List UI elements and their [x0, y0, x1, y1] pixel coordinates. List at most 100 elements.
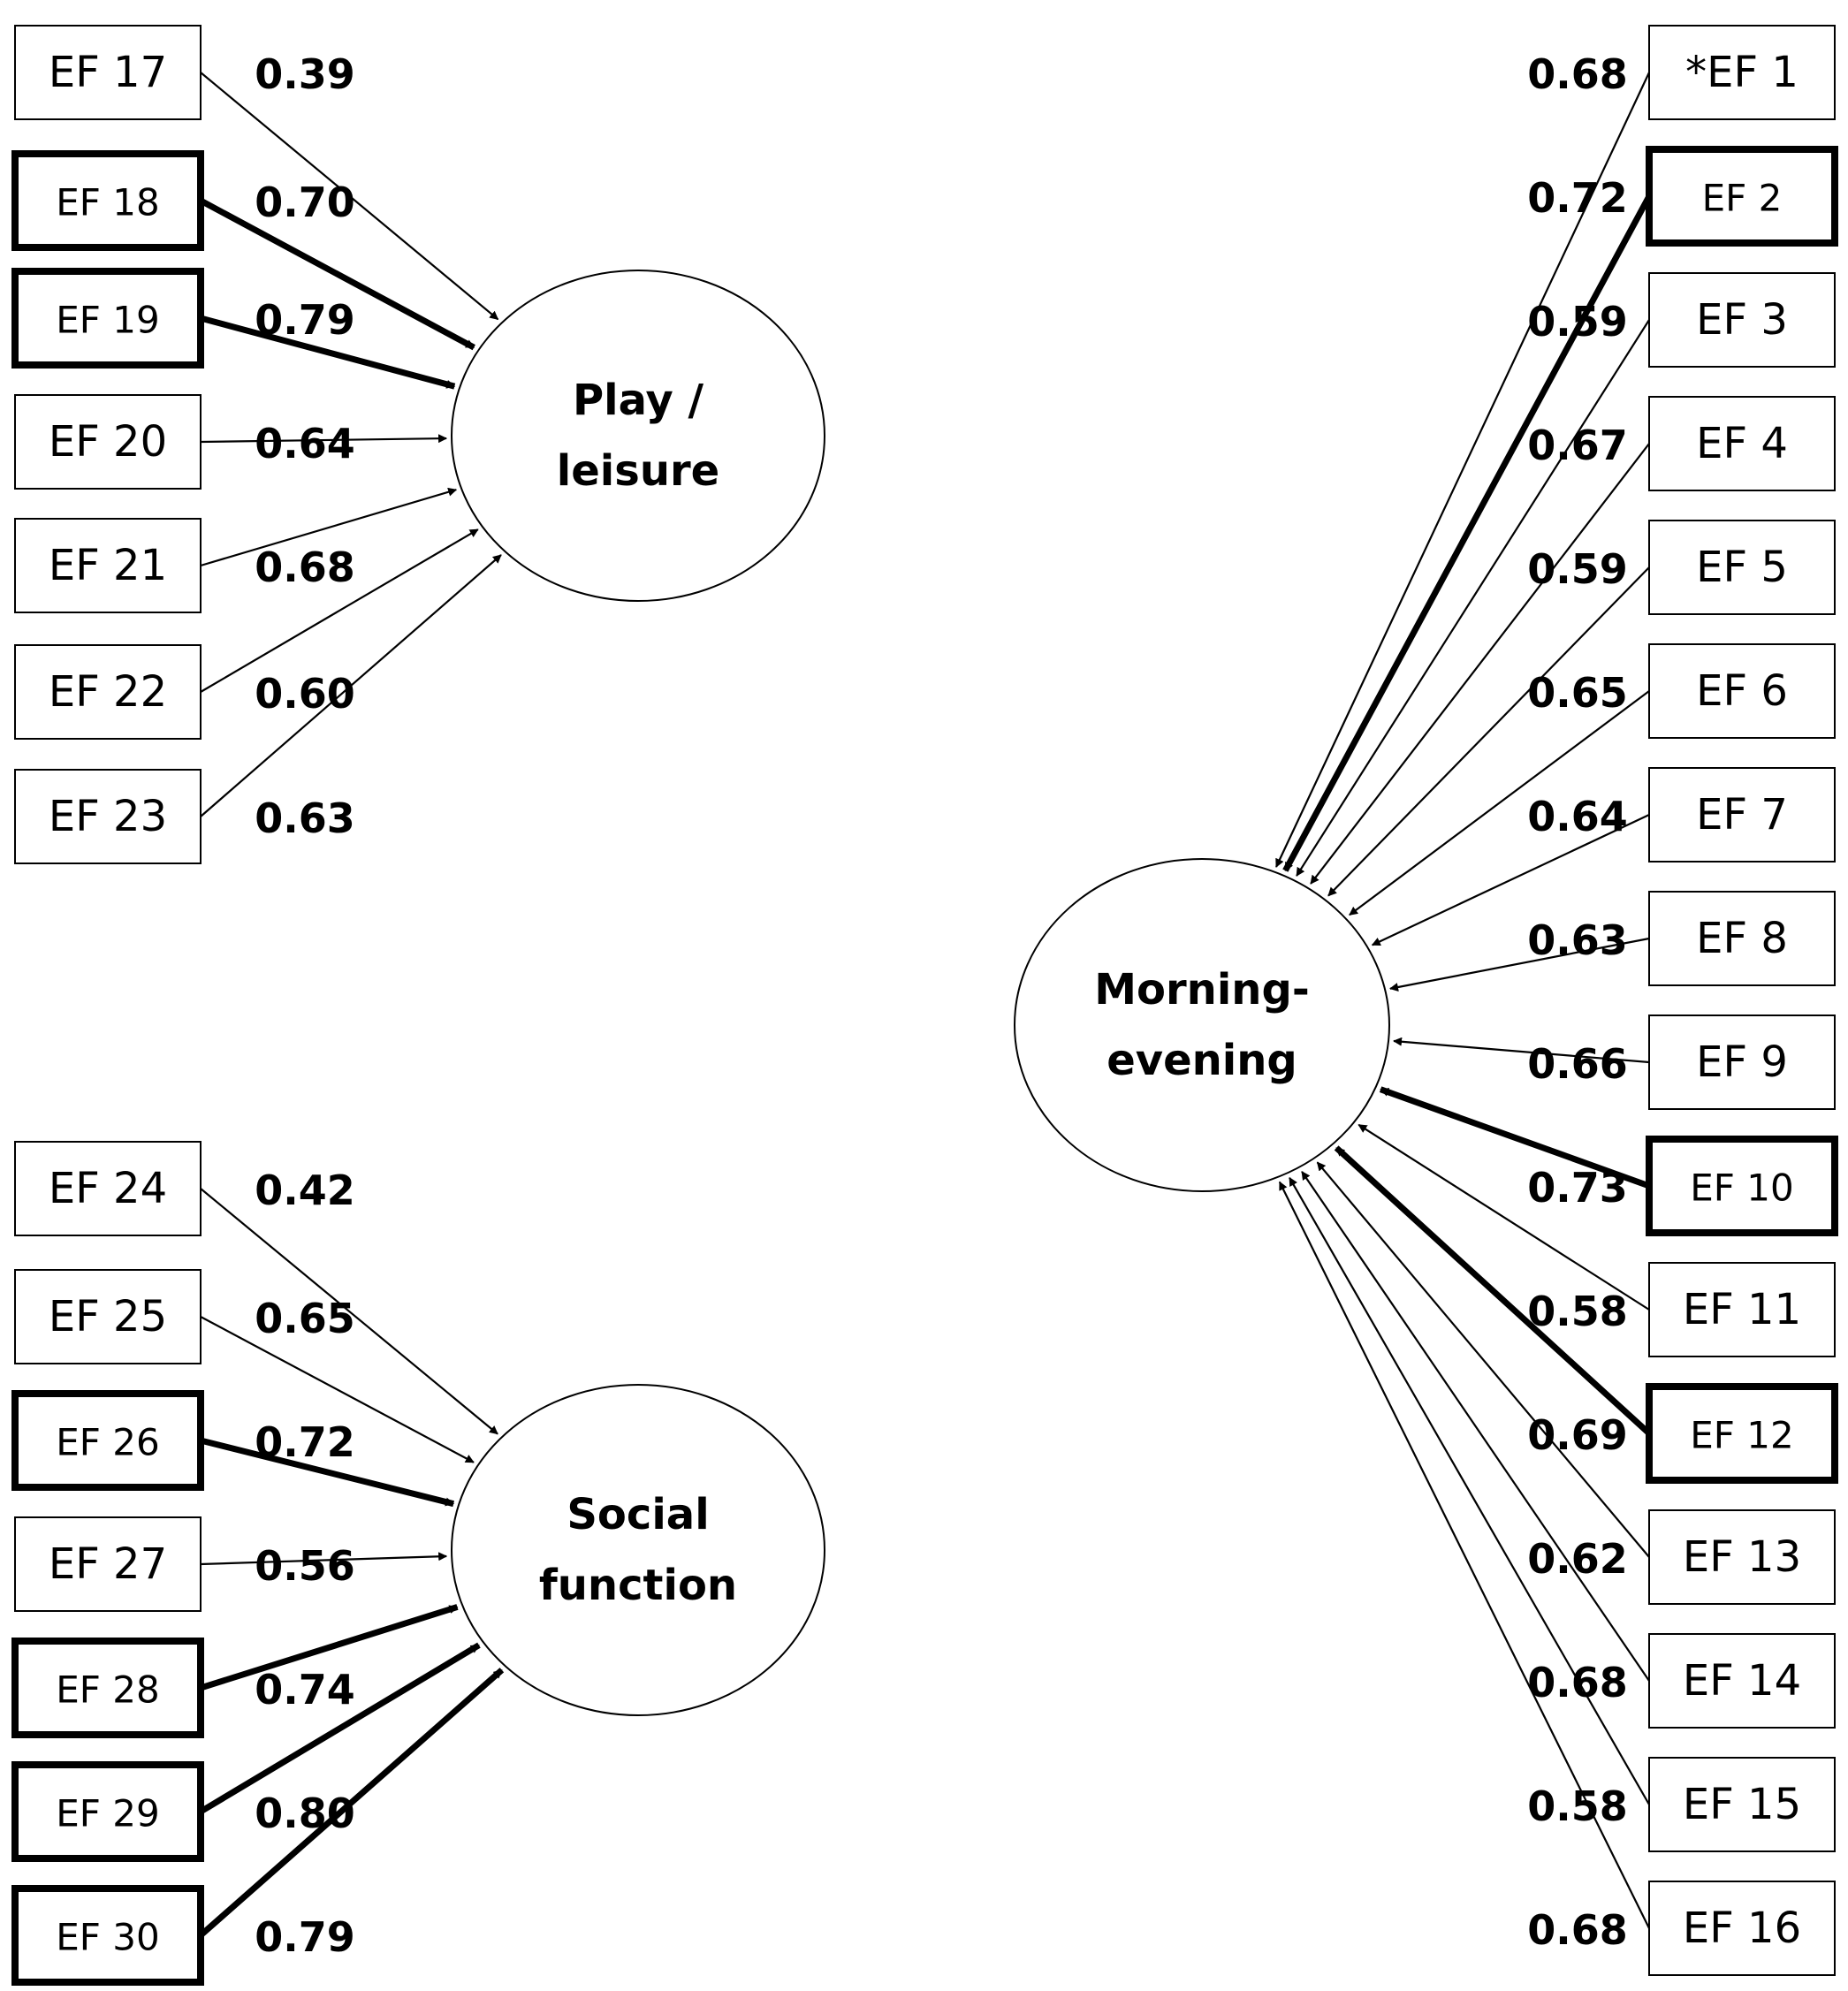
indicator-box [14, 1141, 202, 1236]
loading-value-ef-27: 0.56 [255, 1542, 355, 1590]
indicator-ef-10: EF 10 [1646, 1136, 1838, 1236]
loading-path-ef-29 [199, 1642, 481, 1815]
loading-value-ef-21: 0.68 [255, 543, 355, 591]
indicator-ef-30: EF 30 [11, 1885, 204, 1986]
indicator-label: EF 13 [1683, 1532, 1801, 1582]
indicator-box [14, 1269, 202, 1364]
loading-path-ef-8 [1389, 937, 1650, 992]
loading-path-ef-23 [200, 554, 502, 817]
loading-value-ef-24: 0.42 [255, 1166, 355, 1214]
indicator-label: EF 3 [1696, 295, 1788, 345]
indicator-label: EF 29 [56, 1792, 160, 1835]
indicator-ef-5: EF 5 [1648, 520, 1836, 615]
indicator-box [14, 394, 202, 490]
loading-path-ef-14 [1301, 1171, 1650, 1682]
loading-value-ef-23: 0.63 [255, 794, 355, 842]
indicator-ef-26: EF 26 [11, 1390, 204, 1491]
indicator-ef-1: *EF 1 [1648, 25, 1836, 120]
loading-value-ef-5: 0.59 [1527, 545, 1628, 593]
indicator-box [1648, 1633, 1836, 1729]
indicator-label: EF 18 [56, 181, 160, 224]
indicator-box [1646, 146, 1838, 247]
loading-path-ef-18 [199, 197, 475, 351]
loading-value-ef-20: 0.64 [255, 420, 355, 467]
loading-path-ef-7 [1371, 814, 1650, 946]
indicator-ef-20: EF 20 [14, 394, 202, 490]
indicator-label: EF 8 [1696, 914, 1788, 963]
loading-path-ef-10 [1379, 1086, 1651, 1189]
indicator-label: EF 17 [49, 48, 167, 97]
indicator-ef-15: EF 15 [1648, 1757, 1836, 1852]
indicator-label: EF 28 [56, 1668, 160, 1712]
factor-ellipse [1014, 858, 1390, 1192]
loading-path-ef-15 [1289, 1176, 1650, 1805]
loading-path-ef-20 [200, 434, 448, 444]
indicator-box [1648, 25, 1836, 120]
loading-value-ef-3: 0.59 [1527, 298, 1628, 346]
factor-label: Play / [573, 376, 704, 425]
indicator-label: EF 11 [1683, 1285, 1801, 1334]
indicator-box [14, 644, 202, 740]
indicator-ef-27: EF 27 [14, 1516, 202, 1612]
loading-value-ef-10: 0.73 [1527, 1164, 1628, 1212]
indicator-label: EF 27 [49, 1539, 167, 1589]
indicator-label: EF 24 [49, 1164, 167, 1213]
indicator-ef-29: EF 29 [11, 1761, 204, 1862]
indicator-ef-23: EF 23 [14, 769, 202, 864]
indicator-ef-6: EF 6 [1648, 643, 1836, 739]
indicator-box [1648, 520, 1836, 615]
loading-path-ef-21 [200, 487, 458, 567]
indicator-label: EF 25 [49, 1292, 167, 1341]
indicator-box [1648, 767, 1836, 863]
loadings-layer: 0.390.700.790.640.680.600.630.420.650.72… [255, 50, 1628, 1961]
loading-path-ef-13 [1316, 1161, 1650, 1558]
loading-value-ef-2: 0.72 [1527, 174, 1628, 222]
indicator-label: EF 22 [49, 667, 167, 717]
loading-path-ef-30 [198, 1668, 505, 1938]
indicator-label: EF 26 [56, 1421, 160, 1464]
loading-value-ef-4: 0.67 [1527, 422, 1628, 469]
loading-value-ef-25: 0.65 [255, 1295, 355, 1342]
indicator-ef-3: EF 3 [1648, 272, 1836, 368]
factor-play: Play /leisure [451, 270, 825, 602]
indicator-box [14, 518, 202, 613]
loading-value-ef-8: 0.63 [1527, 916, 1628, 964]
loading-path-ef-6 [1349, 690, 1650, 916]
indicator-label: EF 20 [49, 417, 167, 467]
factor-label: Morning- [1094, 965, 1310, 1014]
indicator-label: EF 4 [1696, 419, 1788, 468]
loading-path-ef-12 [1334, 1145, 1652, 1436]
loading-path-ef-19 [200, 315, 456, 390]
loading-path-ef-17 [200, 72, 499, 321]
loading-path-ef-2 [1282, 194, 1653, 872]
loading-value-ef-15: 0.58 [1527, 1782, 1628, 1830]
indicator-ef-19: EF 19 [11, 268, 204, 369]
indicator-ef-4: EF 4 [1648, 396, 1836, 491]
indicator-label: EF 2 [1702, 177, 1783, 220]
loading-value-ef-22: 0.60 [255, 670, 355, 718]
factor-label: evening [1107, 1036, 1297, 1085]
indicator-box [1648, 643, 1836, 739]
loading-path-ef-9 [1393, 1037, 1650, 1064]
loading-value-ef-9: 0.66 [1527, 1040, 1628, 1088]
indicator-ef-8: EF 8 [1648, 891, 1836, 986]
loading-value-ef-30: 0.79 [255, 1913, 355, 1961]
indicator-label: EF 19 [56, 299, 160, 342]
loading-value-ef-12: 0.69 [1527, 1411, 1628, 1459]
indicator-box [11, 1761, 204, 1862]
loading-value-ef-7: 0.64 [1527, 793, 1628, 840]
loading-value-ef-29: 0.80 [255, 1790, 355, 1837]
indicator-ef-2: EF 2 [1646, 146, 1838, 247]
indicator-box [11, 268, 204, 369]
indicator-box [14, 769, 202, 864]
indicator-box [1648, 1757, 1836, 1852]
loading-path-ef-3 [1296, 319, 1650, 877]
indicator-label: EF 5 [1696, 543, 1788, 592]
indicator-box [11, 150, 204, 251]
loading-path-ef-4 [1310, 443, 1650, 885]
indicator-label: EF 9 [1696, 1037, 1788, 1087]
indicator-box [1648, 1881, 1836, 1976]
indicator-ef-28: EF 28 [11, 1638, 204, 1738]
loading-value-ef-17: 0.39 [255, 50, 355, 98]
